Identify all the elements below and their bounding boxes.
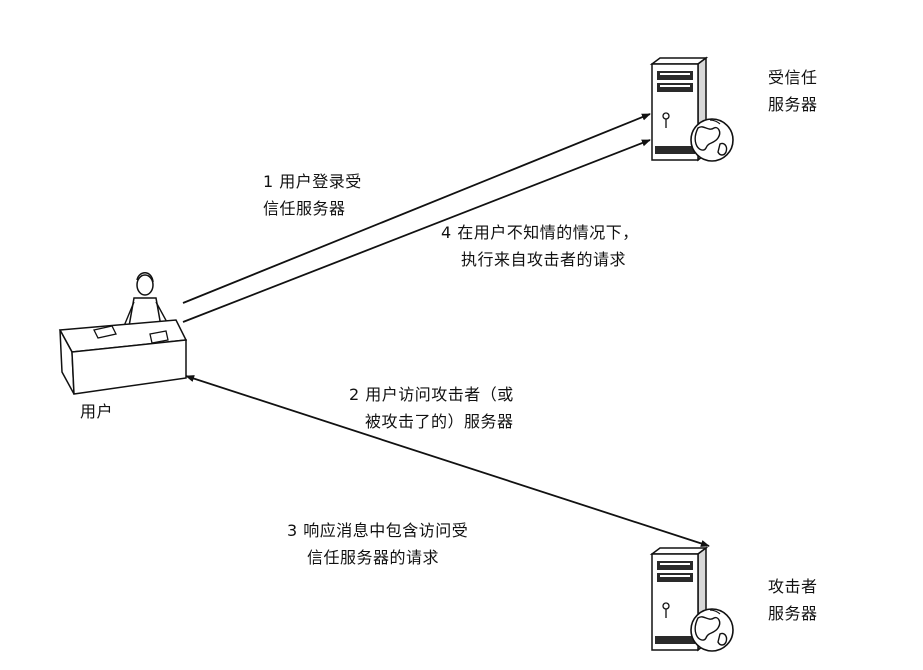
attacker-server-icon xyxy=(651,547,734,652)
user-at-desk-icon xyxy=(58,272,188,395)
arrow-step-1 xyxy=(182,113,651,304)
arrow-step-2-3 xyxy=(185,375,710,547)
arrow-step-4 xyxy=(182,139,651,323)
trusted-server-label: 受信任 服务器 xyxy=(768,68,818,114)
step-4-label: 4 在用户不知情的情况下， 执行来自攻击者的请求 xyxy=(441,223,639,269)
attacker-server-label: 攻击者 服务器 xyxy=(768,577,818,623)
user-label: 用户 xyxy=(80,402,114,421)
step-2-label: 2 用户访问攻击者（或 被攻击了的）服务器 xyxy=(349,385,514,431)
step-3-label: 3 响应消息中包含访问受 信任服务器的请求 xyxy=(287,521,469,567)
trusted-server-icon xyxy=(651,57,734,162)
step-1-label: 1 用户登录受 信任服务器 xyxy=(263,172,362,218)
